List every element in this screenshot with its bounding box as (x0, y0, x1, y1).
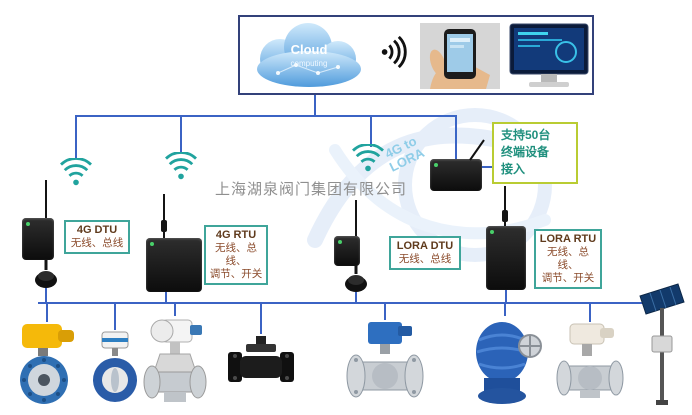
valve-drop-line (384, 302, 386, 320)
device-bus-link (355, 292, 357, 302)
device-desc: 无线、总线 (70, 237, 124, 249)
monitor-photo (509, 23, 589, 87)
device-desc: 无线、总线 (398, 253, 452, 265)
valve-drop-line (46, 302, 48, 322)
flanged-ball-valve-blue-actuator-icon (346, 322, 424, 398)
drop-line (455, 115, 457, 159)
dtu-device-lora (334, 236, 360, 266)
cloud-computing-icon: Cloud computing (257, 23, 361, 87)
device-label-lora-rtu: LORA RTU 无线、总线、 调节、开关 (534, 229, 602, 289)
bridge-antenna-icon (469, 139, 485, 161)
device-led-icon (26, 222, 30, 226)
cloud-panel: Cloud computing (238, 15, 594, 95)
field-bus-line (38, 302, 668, 304)
device-led-icon (338, 240, 342, 244)
electric-gate-valve-icon (143, 319, 207, 402)
wireless-broadcast-icon (165, 152, 197, 180)
device-title: LORA RTU (539, 233, 597, 245)
device-led-icon (434, 163, 438, 167)
device-desc: 调节、开关 (541, 272, 595, 284)
support-note-line1: 支持50台 (501, 128, 551, 142)
device-title: 4G RTU (215, 229, 257, 241)
gear-operated-valve-icon (476, 322, 542, 404)
wireless-broadcast-icon (352, 144, 384, 172)
drop-line (370, 115, 372, 147)
support-note-line2: 终端设备 (501, 145, 550, 159)
company-watermark: 上海湖泉阀门集团有限公司 (215, 181, 408, 198)
note-connector-line (480, 166, 492, 168)
device-label-lora-dtu: LORA DTU 无线、总线 (389, 236, 461, 270)
device-desc: 无线、总线、 (547, 246, 589, 271)
rtu-device-lora (486, 226, 526, 290)
valve-drop-line (504, 302, 506, 316)
device-bus-link (505, 290, 507, 302)
electric-ball-valve-icon (556, 323, 624, 398)
wafer-butterfly-valve-icon (93, 331, 137, 402)
drop-line (180, 115, 182, 153)
rtu-device-4g (146, 238, 202, 292)
device-desc: 无线、总线、 (215, 242, 257, 267)
top-bus-line (75, 115, 457, 117)
valve-drop-line (174, 302, 176, 316)
valve-drop-line (260, 302, 262, 334)
support-note-line3: 接入 (501, 162, 526, 176)
valve-drop-line (114, 302, 116, 330)
valve-drop-line (589, 302, 591, 322)
cloud-subtitle: computing (291, 59, 328, 68)
wifi-signal-icon (381, 35, 407, 69)
solar-power-pole-icon (639, 283, 685, 405)
dtu-device-4g (22, 218, 54, 260)
device-led-icon (150, 242, 154, 246)
wireless-broadcast-icon (60, 158, 92, 186)
ball-valve-black-icon (228, 336, 294, 382)
device-antenna-icon (502, 186, 508, 228)
bridge-device (430, 159, 482, 191)
support-note: 支持50台 终端设备 接入 (492, 122, 578, 184)
device-title: LORA DTU (396, 240, 454, 252)
device-desc: 调节、开关 (209, 268, 263, 280)
device-title: 4G DTU (76, 224, 118, 236)
cloud-title: Cloud (291, 42, 328, 57)
device-bus-link (165, 292, 167, 302)
device-label-4g-rtu: 4G RTU 无线、总线、 调节、开关 (204, 225, 268, 285)
smartphone-hand-photo (420, 23, 500, 89)
drop-line (75, 115, 77, 159)
device-antenna-icon (161, 194, 167, 238)
device-label-4g-dtu: 4G DTU 无线、总线 (64, 220, 130, 254)
connector-line (314, 95, 316, 117)
device-led-icon (490, 230, 494, 234)
whip-antenna-icon (35, 180, 57, 288)
device-bus-link (45, 288, 47, 302)
electric-butterfly-valve-icon (20, 324, 74, 404)
